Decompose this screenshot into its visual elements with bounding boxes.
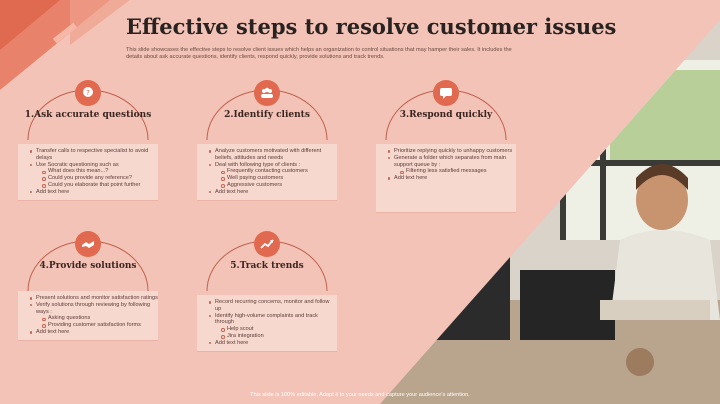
list-item: Present solutions and monitor satisfacti…: [30, 295, 158, 302]
list-item: Providing customer satisfaction forms: [30, 322, 158, 329]
list-item: Add text here: [388, 175, 516, 182]
list-item: Record recurring concerns, monitor and f…: [209, 299, 337, 313]
step-title: 3.Respond quickly: [399, 110, 493, 120]
step-details: Present solutions and monitor satisfacti…: [18, 291, 158, 341]
list-item: Jira integration: [209, 333, 337, 340]
list-item: Verify solutions through reviewing by fo…: [30, 302, 158, 316]
step-title: 5.Track trends: [230, 261, 304, 271]
trend-chart-icon: [254, 231, 280, 257]
step-details: Analyze customers motivated with differe…: [197, 144, 337, 201]
list-item: Well paying customers: [209, 175, 337, 182]
list-item: Could you provide any reference?: [30, 175, 158, 182]
list-item: Transfer calls to respective specialist …: [30, 148, 158, 162]
step-title: 2.Identify clients: [224, 110, 310, 120]
list-item: Add text here: [209, 189, 337, 196]
svg-text:?: ?: [86, 89, 90, 97]
page-subtitle: This slide showcases the effective steps…: [126, 47, 512, 61]
corner-decoration: [0, 0, 130, 90]
list-item: What does this mean...?: [30, 168, 158, 175]
question-head-icon: ?: [75, 80, 101, 106]
list-item: Add text here: [30, 189, 158, 196]
list-item: Deal with following type of clients :: [209, 162, 337, 169]
list-item: Filtering less satisfied messages: [388, 168, 516, 175]
list-item: Prioritize replying quickly to unhappy c…: [388, 148, 516, 155]
list-item: Generate a folder which separates from m…: [388, 155, 516, 169]
footer-note: This slide is 100% editable. Adapt it to…: [250, 392, 470, 398]
list-item: Asking questions: [30, 315, 158, 322]
step-details: Prioritize replying quickly to unhappy c…: [376, 144, 516, 213]
speech-bubble-icon: [433, 80, 459, 106]
list-item: Aggressive customers: [209, 182, 337, 189]
list-item: Analyze customers motivated with differe…: [209, 148, 337, 162]
list-item: Use Socratic questioning such as: [30, 162, 158, 169]
step-title: 1.Ask accurate questions: [24, 110, 152, 120]
list-item: Frequently contacting customers: [209, 168, 337, 175]
step-details: Record recurring concerns, monitor and f…: [197, 295, 337, 352]
step-title: 4.Provide solutions: [39, 261, 137, 271]
list-item: Add text here: [30, 329, 158, 336]
handshake-icon: [75, 231, 101, 257]
list-item: Add text here: [209, 340, 337, 347]
list-item: Could you elaborate that point further: [30, 182, 158, 189]
page-title: Effective steps to resolve customer issu…: [126, 14, 617, 39]
list-item: Identify high-volume complaints and trac…: [209, 313, 337, 327]
step-details: Transfer calls to respective specialist …: [18, 144, 158, 201]
list-item: Help scout: [209, 326, 337, 333]
group-icon: [254, 80, 280, 106]
